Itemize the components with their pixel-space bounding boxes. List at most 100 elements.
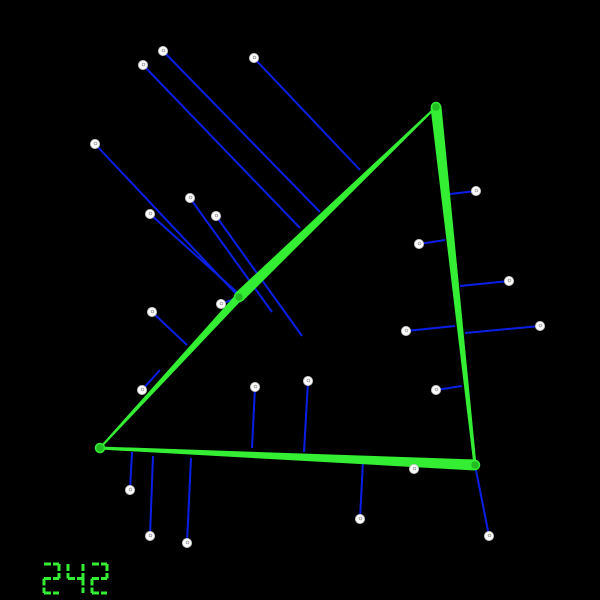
score-digit-2 [66, 564, 85, 593]
edge-bottom [99, 446, 476, 471]
ray-endpoint-mark [219, 301, 224, 306]
ray-endpoint-dot[interactable] [211, 211, 221, 221]
ray-line-2 [142, 64, 301, 229]
edge-left-lower [99, 294, 242, 449]
ray-line-20 [149, 455, 154, 537]
ray-endpoint-dot[interactable] [90, 139, 100, 149]
score-display: 242 [42, 562, 109, 595]
ray-endpoint-mark [412, 466, 417, 471]
ray-endpoint-dot[interactable] [147, 307, 157, 317]
ray-endpoint-mark [538, 323, 543, 328]
ray-endpoint-dot[interactable] [182, 538, 192, 548]
ray-line-17 [251, 386, 256, 449]
ray-line-1 [162, 50, 321, 213]
ray-line-21 [186, 457, 192, 544]
ray-endpoint-9[interactable] [147, 307, 157, 317]
ray-endpoint-dot[interactable] [249, 53, 259, 63]
ray-endpoint-5[interactable] [145, 209, 155, 219]
ray-endpoint-dot[interactable] [504, 276, 514, 286]
ray-endpoint-mark [507, 278, 512, 283]
ray-endpoint-mark [93, 141, 98, 146]
ray-endpoint-4[interactable] [90, 139, 100, 149]
ray-endpoint-13[interactable] [504, 276, 514, 286]
ray-endpoint-mark [474, 188, 479, 193]
ray-endpoint-3[interactable] [249, 53, 259, 63]
ray-endpoint-dot[interactable] [145, 531, 155, 541]
ray-endpoint-mark [185, 540, 190, 545]
triangle-vertices[interactable] [94, 101, 481, 471]
ray-endpoint-11[interactable] [471, 186, 481, 196]
ray-endpoint-mark [148, 533, 153, 538]
ray-endpoint-mark [214, 213, 219, 218]
triangle-edges [99, 106, 477, 471]
ray-endpoint-18[interactable] [303, 376, 313, 386]
ray-endpoint-14[interactable] [401, 326, 411, 336]
ray-endpoint-12[interactable] [414, 239, 424, 249]
ray-line-3 [253, 57, 361, 171]
ray-endpoint-dot[interactable] [409, 464, 419, 474]
ray-endpoint-dot[interactable] [250, 382, 260, 392]
ray-endpoint-23[interactable] [409, 464, 419, 474]
ray-line-18 [303, 380, 309, 453]
vertex-left[interactable] [94, 442, 106, 454]
ray-endpoint-mark [128, 487, 133, 492]
ray-endpoint-mark [140, 387, 145, 392]
ray-endpoint-24[interactable] [484, 531, 494, 541]
ray-endpoint-22[interactable] [355, 514, 365, 524]
ray-line-13 [459, 280, 510, 287]
ray-endpoint-dot[interactable] [484, 531, 494, 541]
ray-line-6 [189, 197, 273, 313]
ray-endpoint-mark [404, 328, 409, 333]
ray-endpoint-dot[interactable] [137, 385, 147, 395]
score-digit-1 [42, 562, 61, 595]
ray-endpoint-mark [487, 533, 492, 538]
ray-endpoint-mark [417, 241, 422, 246]
ray-endpoint-mark [358, 516, 363, 521]
ray-endpoint-dot[interactable] [125, 485, 135, 495]
ray-endpoint-dot[interactable] [401, 326, 411, 336]
ray-line-22 [359, 460, 364, 520]
ray-endpoint-7[interactable] [211, 211, 221, 221]
ray-endpoint-mark [161, 48, 166, 53]
ray-line-15 [464, 325, 541, 334]
ray-endpoint-dot[interactable] [138, 60, 148, 70]
vertex-top[interactable] [430, 101, 442, 113]
ray-endpoint-17[interactable] [250, 382, 260, 392]
ray-endpoint-mark [434, 387, 439, 392]
ray-endpoint-dot[interactable] [535, 321, 545, 331]
ray-endpoint-mark [141, 62, 146, 67]
ray-line-9 [151, 311, 188, 346]
ray-endpoint-dot[interactable] [185, 193, 195, 203]
ray-endpoint-2[interactable] [138, 60, 148, 70]
ray-line-24 [474, 464, 490, 537]
ray-endpoint-16[interactable] [431, 385, 441, 395]
ray-endpoint-6[interactable] [185, 193, 195, 203]
ray-endpoint-1[interactable] [158, 46, 168, 56]
ray-endpoint-mark [306, 378, 311, 383]
ray-endpoint-dot[interactable] [145, 209, 155, 219]
ray-endpoint-dot[interactable] [471, 186, 481, 196]
vertex-mid[interactable] [233, 291, 245, 303]
ray-endpoint-dot[interactable] [158, 46, 168, 56]
ray-line-5 [149, 213, 241, 296]
ray-endpoint-dot[interactable] [431, 385, 441, 395]
ray-endpoint-19[interactable] [125, 485, 135, 495]
ray-endpoint-mark [252, 55, 257, 60]
ray-endpoint-dot[interactable] [216, 299, 226, 309]
ray-endpoint-mark [253, 384, 258, 389]
ray-endpoint-20[interactable] [145, 531, 155, 541]
ray-endpoint-15[interactable] [535, 321, 545, 331]
ray-endpoint-10[interactable] [137, 385, 147, 395]
vertex-bottom[interactable] [469, 459, 481, 471]
ray-endpoint-dot[interactable] [303, 376, 313, 386]
ray-endpoint-dot[interactable] [355, 514, 365, 524]
edge-left-upper [235, 106, 437, 301]
ray-endpoint-21[interactable] [182, 538, 192, 548]
ray-line-19 [129, 451, 133, 491]
ray-endpoints[interactable] [90, 46, 545, 548]
ray-endpoint-8[interactable] [216, 299, 226, 309]
ray-endpoint-dot[interactable] [414, 239, 424, 249]
ray-line-14 [405, 325, 456, 332]
